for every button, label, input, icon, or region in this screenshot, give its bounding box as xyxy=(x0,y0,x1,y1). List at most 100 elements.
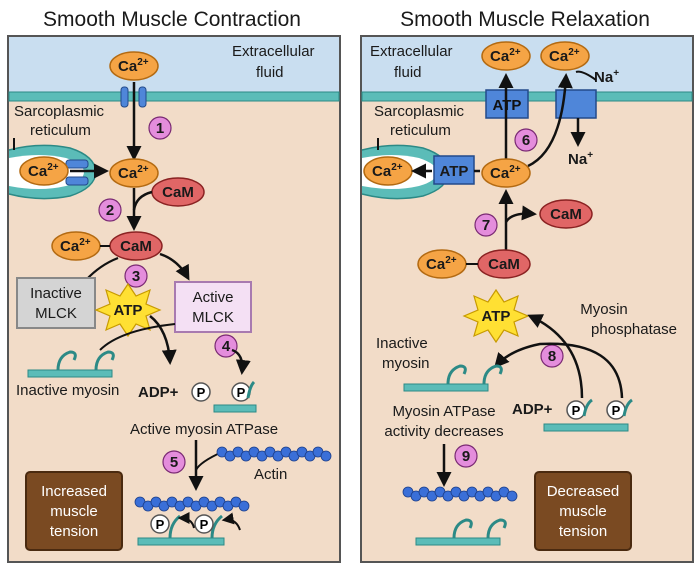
arrow-phosphatase-to-myosin xyxy=(494,342,624,399)
svg-text:Ca2+: Ca2+ xyxy=(28,162,59,180)
extracellular-label-relax-1: Extracellular xyxy=(370,43,453,60)
na-in-label: Na+ xyxy=(594,68,619,86)
relaxation-title: Smooth Muscle Relaxation xyxy=(400,8,650,31)
phosphate-1: P xyxy=(191,382,211,402)
calmodulin: CaM xyxy=(151,177,205,207)
svg-text:tension: tension xyxy=(559,523,607,540)
arrow-to-active-mlck xyxy=(159,252,190,281)
svg-text:Inactive: Inactive xyxy=(30,285,82,302)
svg-text:Ca2+: Ca2+ xyxy=(490,47,521,65)
ca-extruded-1: Ca2+ xyxy=(481,41,531,71)
inactive-myosin-relax-label-2: myosin xyxy=(382,355,430,372)
line-mlck-to-myosin xyxy=(99,323,176,351)
svg-text:Ca2+: Ca2+ xyxy=(60,237,91,255)
sr-calcium-ion-relax: Ca2+ xyxy=(363,156,413,186)
svg-text:6: 6 xyxy=(522,132,530,149)
inactive-myosin xyxy=(27,350,115,378)
sr-calcium-ion: Ca2+ xyxy=(19,156,69,186)
svg-text:MLCK: MLCK xyxy=(35,305,77,322)
ca-extruded-2: Ca2+ xyxy=(540,41,590,71)
ca-symbol: Ca xyxy=(118,58,138,75)
svg-text:P: P xyxy=(156,517,165,532)
sr-channel-bottom xyxy=(65,176,89,186)
svg-text:tension: tension xyxy=(50,523,98,540)
svg-text:Ca2+: Ca2+ xyxy=(549,47,580,65)
free-calmodulin: CaM xyxy=(539,199,593,229)
arrow-cam-release xyxy=(504,205,537,223)
calcium-ion: Ca2+ xyxy=(109,51,159,81)
na-curve xyxy=(575,70,597,81)
arrow-to-active-myosin xyxy=(231,348,251,375)
myosin-phosphatase-label-1: Myosin xyxy=(580,301,628,318)
actin-filament-relax xyxy=(402,486,518,502)
svg-text:CaM: CaM xyxy=(488,256,520,273)
adp-relax-label: ADP+ xyxy=(512,401,553,418)
extracellular-region xyxy=(9,37,339,93)
svg-text:8: 8 xyxy=(548,348,556,365)
inactive-myosin-relax-label-1: Inactive xyxy=(376,335,428,352)
step-1: 1 xyxy=(148,116,172,140)
adp-label: ADP+ xyxy=(138,384,179,401)
ca-cam-complex-relax: Ca2+ CaM xyxy=(417,249,531,279)
extracellular-label-2: fluid xyxy=(256,64,284,81)
step-5: 5 xyxy=(162,450,186,474)
myosin-phosphatase-label-2: phosphatase xyxy=(591,321,677,338)
step-4: 4 xyxy=(214,334,238,358)
svg-text:muscle: muscle xyxy=(559,503,607,520)
svg-text:Ca2+: Ca2+ xyxy=(118,57,149,75)
svg-text:P: P xyxy=(612,403,621,418)
phosphorylated-myosin-relax: P P xyxy=(543,398,633,432)
inactive-myosin-label: Inactive myosin xyxy=(16,382,119,399)
sr-label-2: reticulum xyxy=(30,122,91,139)
sr-label-1: Sarcoplasmic xyxy=(14,103,105,120)
atp-star-relaxation: ATP xyxy=(462,288,530,344)
step-7: 7 xyxy=(474,213,498,237)
ca-charge: 2+ xyxy=(137,57,149,68)
svg-text:ATP: ATP xyxy=(440,163,469,180)
step-6: 6 xyxy=(514,128,538,152)
extracellular-region-relax xyxy=(362,37,692,93)
myosin-detached-relax xyxy=(415,518,507,546)
step-2: 2 xyxy=(98,198,122,222)
sr-relax-label-2: reticulum xyxy=(390,122,451,139)
sr-channel-top xyxy=(65,159,89,169)
svg-text:CaM: CaM xyxy=(550,206,582,223)
sr-relax-label-1: Sarcoplasmic xyxy=(374,103,465,120)
calcium-channel-right xyxy=(138,86,147,108)
contraction-title: Smooth Muscle Contraction xyxy=(43,8,301,31)
svg-text:Ca2+: Ca2+ xyxy=(426,255,457,273)
arrow-phosphatase-to-atp xyxy=(527,314,584,399)
ca-cam-complex: Ca2+ CaM xyxy=(51,231,163,261)
atpase-decrease-label-1: Myosin ATPase xyxy=(392,403,495,420)
decreased-tension-box: Decreased muscle tension xyxy=(534,471,632,551)
increased-tension-box: Increased muscle tension xyxy=(25,471,123,551)
actin-filament-contraction-bound xyxy=(134,496,250,512)
svg-text:ATP: ATP xyxy=(482,308,511,325)
cell-membrane xyxy=(8,91,340,102)
inactive-mlck: Inactive MLCK xyxy=(16,277,96,329)
atpase-decrease-label-2: activity decreases xyxy=(384,423,503,440)
cytosol-calcium-relax: Ca2+ xyxy=(481,158,531,188)
extracellular-label-relax-2: fluid xyxy=(394,64,422,81)
active-myosin-atpase-label: Active myosin ATPase xyxy=(130,421,278,438)
active-myosin: P xyxy=(213,380,257,413)
relaxation-panel: Smooth Muscle Relaxation Extracellular f… xyxy=(360,8,694,563)
cell-cytoplasm-relax xyxy=(360,35,694,563)
svg-text:7: 7 xyxy=(482,217,490,234)
svg-text:2: 2 xyxy=(106,202,114,219)
cytosol-calcium-ion: Ca2+ xyxy=(109,158,159,188)
svg-text:CaM: CaM xyxy=(120,238,152,255)
inactive-myosin-relax xyxy=(403,364,503,392)
step-9: 9 xyxy=(454,444,478,468)
svg-text:Active: Active xyxy=(193,289,234,306)
svg-text:9: 9 xyxy=(462,448,470,465)
svg-text:P: P xyxy=(197,385,206,400)
actin-label: Actin xyxy=(254,466,287,483)
svg-text:muscle: muscle xyxy=(50,503,98,520)
atp-star-contraction: ATP xyxy=(94,282,162,338)
calcium-channel-left xyxy=(120,86,129,108)
atp-pump-sr: ATP xyxy=(433,155,475,185)
na-out-label: Na+ xyxy=(568,150,593,168)
step-3: 3 xyxy=(124,264,148,288)
